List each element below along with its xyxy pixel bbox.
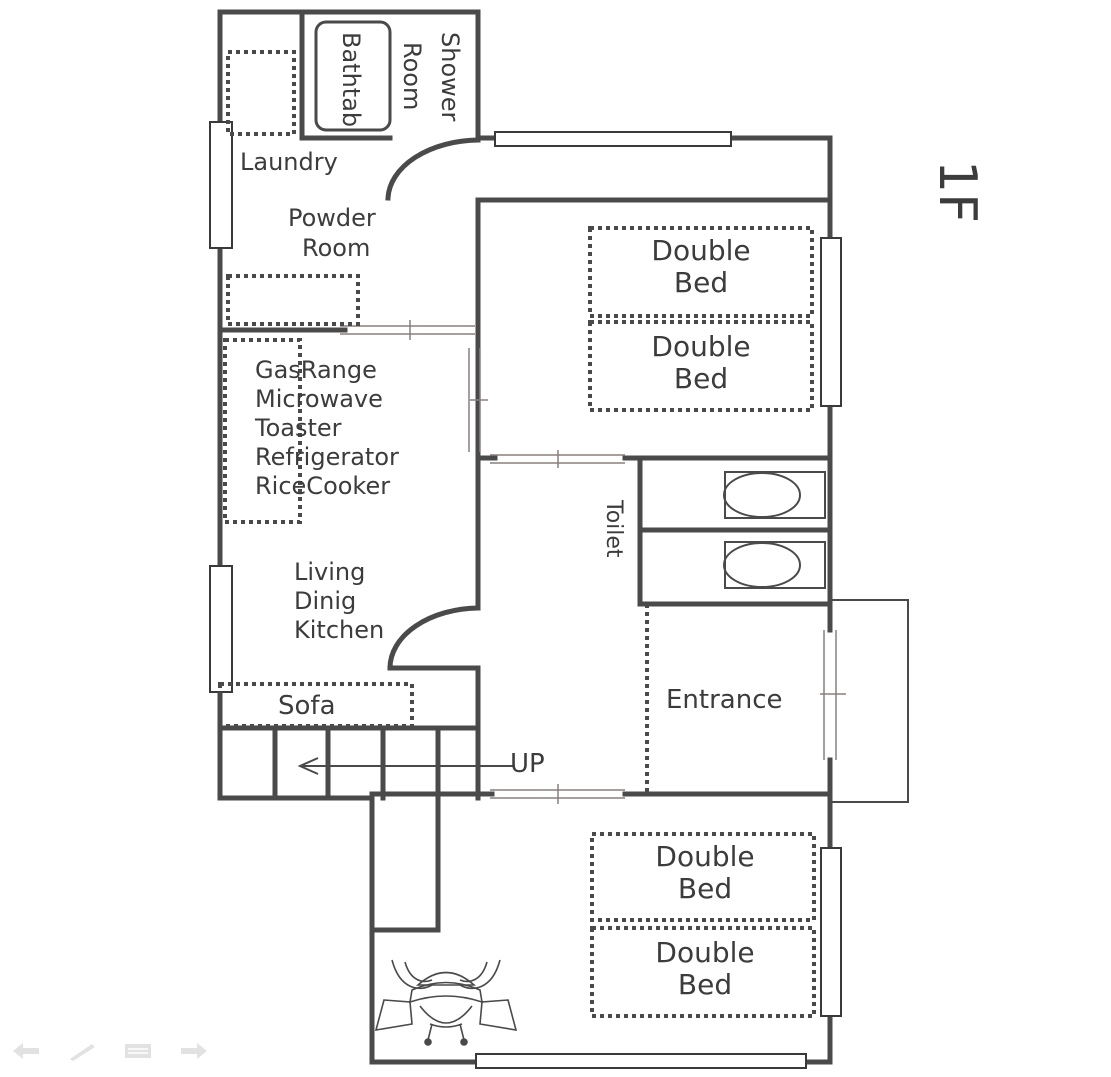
arrow-left-icon[interactable] xyxy=(8,1038,44,1064)
svg-text:Kitchen: Kitchen xyxy=(294,616,384,644)
entrance-label: Entrance xyxy=(666,685,783,715)
toilet-fixtures xyxy=(723,471,826,589)
kitchen-item: RiceCooker xyxy=(255,472,390,500)
arrow-right-icon[interactable] xyxy=(176,1038,212,1064)
bathtub xyxy=(314,20,392,132)
kitchen-item: Toaster xyxy=(254,414,342,442)
slide-nav xyxy=(8,1038,212,1064)
bed-label: Bed xyxy=(674,266,728,299)
pen-icon[interactable] xyxy=(64,1038,100,1064)
bed-label: Double xyxy=(655,840,754,873)
bed-label: Double xyxy=(655,936,754,969)
bed-label: Bed xyxy=(678,872,732,905)
living-label: Living Dinig Kitchen xyxy=(294,558,384,644)
powder-room-label-1: Powder xyxy=(288,204,376,232)
bathtub-label: Bathtab xyxy=(337,32,365,127)
laundry-label: Laundry xyxy=(240,148,338,176)
svg-text:Living: Living xyxy=(294,558,365,586)
sliding-doors xyxy=(340,320,846,804)
sofa-label: Sofa xyxy=(278,691,336,721)
kitchen-item: Microwave xyxy=(255,385,383,413)
powder-room-label-2: Room xyxy=(302,234,370,262)
bed-label: Bed xyxy=(674,362,728,395)
kitchen-item: GasRange xyxy=(255,356,377,384)
furniture xyxy=(218,50,816,1018)
kitchen-items: GasRange Microwave Toaster Refrigerator … xyxy=(254,356,399,500)
floor-label: 1F xyxy=(927,160,987,223)
shower-room-label-1: Shower xyxy=(436,32,464,122)
shower-room-label-2: Room xyxy=(398,42,426,110)
samurai-helmet-icon xyxy=(374,959,518,1046)
bed-label: Double xyxy=(651,330,750,363)
entrance-porch xyxy=(830,599,909,803)
menu-icon[interactable] xyxy=(120,1038,156,1064)
bed-label: Double xyxy=(651,234,750,267)
bed-label: Bed xyxy=(678,968,732,1001)
toilet-label: Toilet xyxy=(601,499,626,558)
kitchen-item: Refrigerator xyxy=(255,443,399,471)
swing-doors xyxy=(385,137,481,671)
bed-labels-upper: Double Bed Double Bed xyxy=(651,234,750,395)
stairs-up-label: UP xyxy=(510,749,545,779)
bed-labels-lower: Double Bed Double Bed xyxy=(655,840,754,1001)
svg-text:Dinig: Dinig xyxy=(294,587,356,615)
stairs xyxy=(272,725,515,933)
